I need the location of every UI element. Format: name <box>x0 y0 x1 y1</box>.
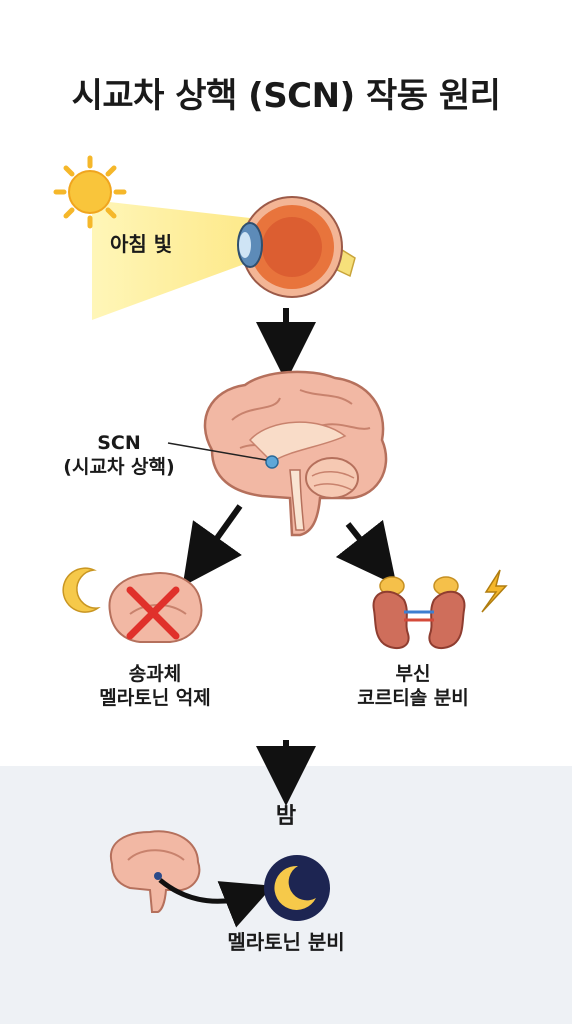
adrenal-effect: 코르티솔 분비 <box>357 686 469 709</box>
scn-marker <box>265 455 279 469</box>
scn-label: SCN (시교차 상핵) <box>45 432 193 480</box>
scn-name: SCN <box>97 432 141 454</box>
light-beam <box>92 200 250 320</box>
lightning-icon <box>481 569 508 613</box>
kidney-icon <box>372 576 466 650</box>
morning-light-label: 아침 빛 <box>110 232 173 256</box>
night-label: 밤 <box>275 804 297 829</box>
pineal-effect: 멜라토닌 억제 <box>99 686 211 709</box>
sun-icon <box>53 155 127 229</box>
melatonin-secretion-label: 멜라토닌 분비 <box>227 930 345 954</box>
pineal-label: 송과체 멜라토닌 억제 <box>60 663 250 711</box>
pineal-name: 송과체 <box>128 663 182 685</box>
brain-icon <box>203 370 388 537</box>
adrenal-label: 부신 코르티솔 분비 <box>338 663 488 711</box>
arrow-brain-to-moon <box>158 878 274 928</box>
eye-icon <box>237 196 356 298</box>
adrenal-name: 부신 <box>395 663 431 685</box>
red-x-icon <box>126 586 180 640</box>
arrow-brain-to-adrenal <box>335 519 397 586</box>
scn-full-name: (시교차 상핵) <box>63 455 175 478</box>
moon-icon <box>62 567 101 613</box>
night-brain-icon <box>109 830 201 913</box>
page-title: 시교차 상핵 (SCN) 작동 원리 <box>71 76 501 116</box>
moon-badge-icon <box>264 855 330 921</box>
arrow-brain-to-pineal <box>182 504 243 587</box>
scn-pointer-line <box>167 442 267 461</box>
